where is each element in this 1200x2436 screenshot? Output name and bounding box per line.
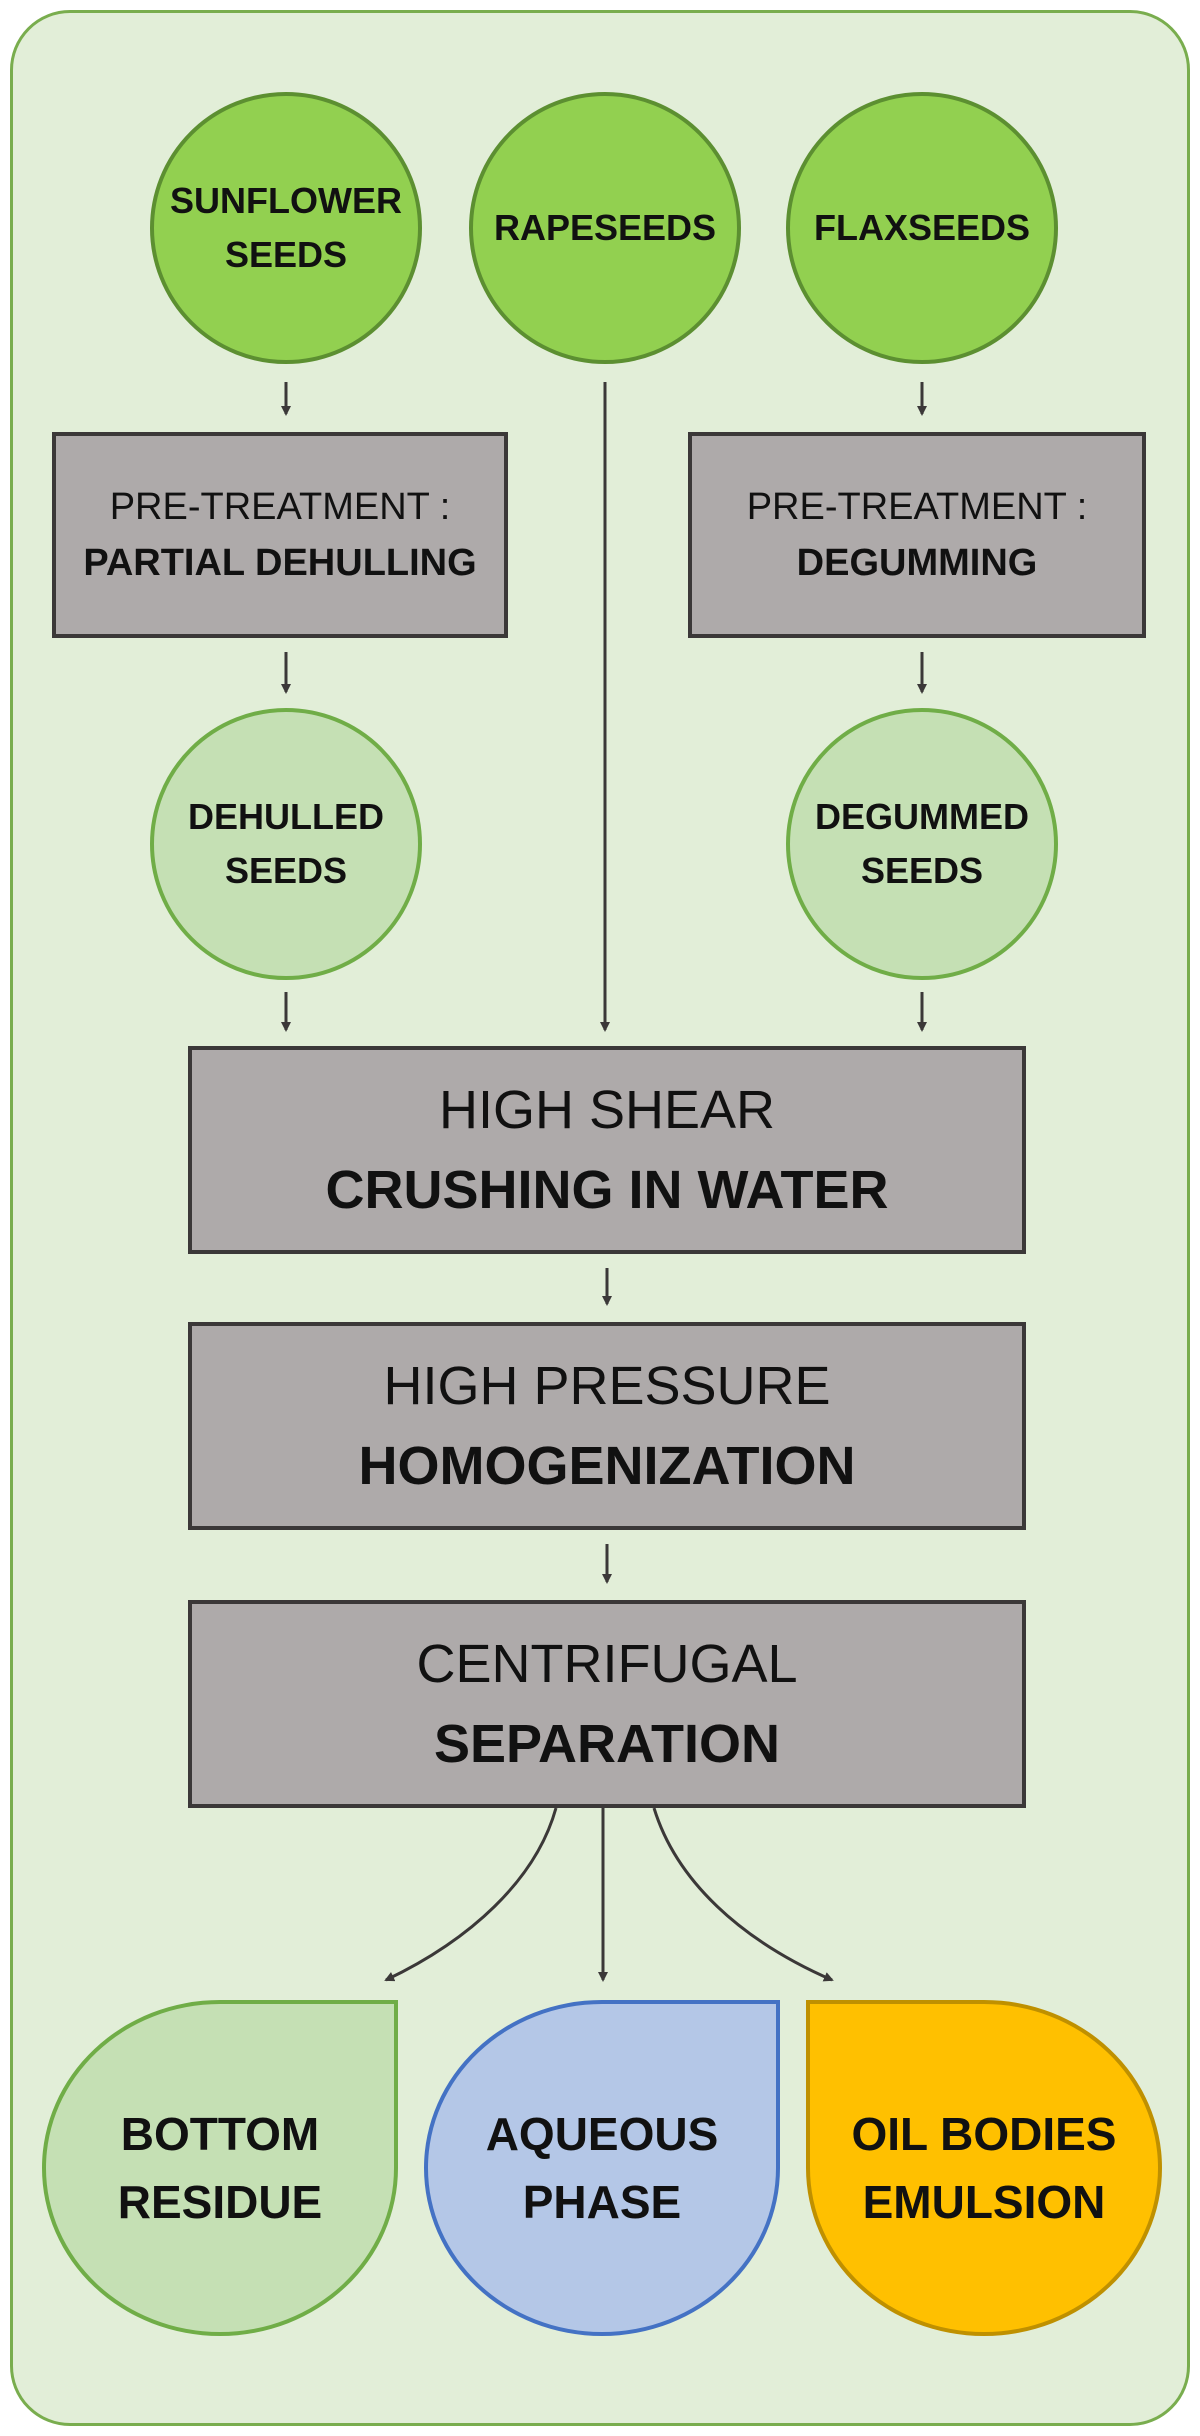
node-sunflower-seeds: SUNFLOWER SEEDS — [150, 92, 422, 364]
node-partial-dehulling: PRE-TREATMENT : PARTIAL DEHULLING — [52, 432, 508, 638]
label-line-2: CRUSHING IN WATER — [325, 1160, 889, 1220]
node-degumming: PRE-TREATMENT : DEGUMMING — [688, 432, 1146, 638]
label-line-1: DEGUMMED — [815, 796, 1029, 837]
label-line-2: RESIDUE — [117, 2176, 323, 2228]
label-line-2: SEEDS — [224, 234, 348, 275]
arrow-separation-to-oil — [652, 1807, 834, 1982]
label-line-1: PRE-TREATMENT : — [109, 486, 451, 528]
node-bottom-residue: BOTTOM RESIDUE — [42, 2000, 398, 2336]
label-line-2: SEPARATION — [433, 1714, 781, 1774]
label-line-1: HIGH SHEAR — [438, 1080, 776, 1140]
label-line-1: DEHULLED — [188, 796, 384, 837]
label-line-2: PHASE — [522, 2176, 682, 2228]
label-line-2: SEEDS — [860, 850, 984, 891]
label-line-2: HOMOGENIZATION — [358, 1436, 856, 1496]
label-line-1: CENTRIFUGAL — [416, 1634, 798, 1694]
label-line-1: SUNFLOWER — [170, 180, 402, 221]
label-line-2: EMULSION — [862, 2176, 1106, 2228]
label-line-1: OIL BODIES — [851, 2108, 1117, 2160]
node-high-pressure-homogenization: HIGH PRESSURE HOMOGENIZATION — [188, 1322, 1026, 1530]
label-line-2: SEEDS — [224, 850, 348, 891]
node-high-shear-crushing: HIGH SHEAR CRUSHING IN WATER — [188, 1046, 1026, 1254]
label-line-1: FLAXSEEDS — [813, 207, 1031, 248]
node-degummed-seeds: DEGUMMED SEEDS — [786, 708, 1058, 980]
node-flaxseeds: FLAXSEEDS — [786, 92, 1058, 364]
label-line-2: DEGUMMING — [796, 542, 1038, 584]
arrow-separation-to-residue — [384, 1807, 558, 1982]
label-line-1: RAPESEEDS — [493, 207, 717, 248]
label-line-1: HIGH PRESSURE — [383, 1356, 831, 1416]
label-line-1: AQUEOUS — [485, 2108, 719, 2160]
node-dehulled-seeds: DEHULLED SEEDS — [150, 708, 422, 980]
node-rapeseeds: RAPESEEDS — [469, 92, 741, 364]
label-line-1: BOTTOM — [120, 2108, 320, 2160]
label-line-1: PRE-TREATMENT : — [746, 486, 1088, 528]
node-aqueous-phase: AQUEOUS PHASE — [424, 2000, 780, 2336]
node-oil-bodies-emulsion: OIL BODIES EMULSION — [806, 2000, 1162, 2336]
node-centrifugal-separation: CENTRIFUGAL SEPARATION — [188, 1600, 1026, 1808]
label-line-2: PARTIAL DEHULLING — [83, 542, 477, 584]
